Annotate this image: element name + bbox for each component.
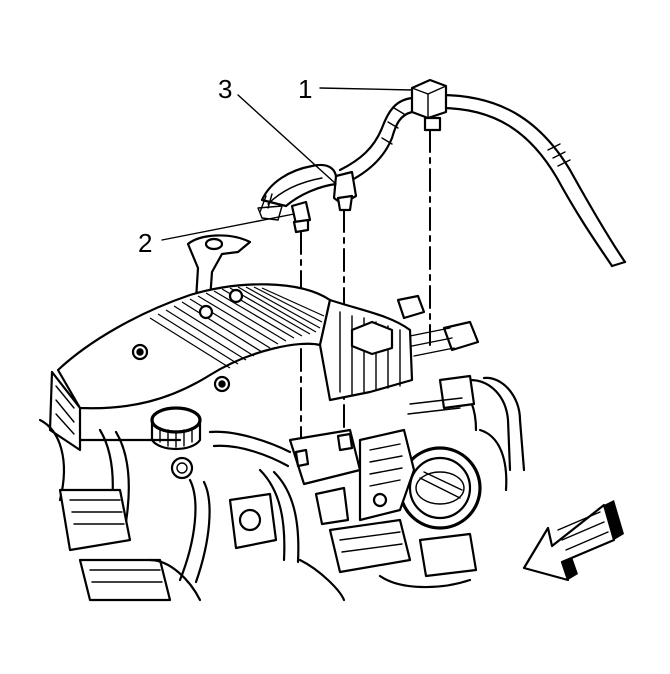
evap-purge-hose-assembly <box>257 78 627 268</box>
callout-number-2: 2 <box>138 228 152 258</box>
engine-cam-cover <box>48 234 332 480</box>
callout-number-3: 3 <box>218 74 232 104</box>
front-direction-arrow-icon <box>522 500 624 582</box>
intake-manifold <box>288 294 526 530</box>
callout-number-1: 1 <box>298 74 312 104</box>
callout-leaders <box>161 87 413 241</box>
engine-lower-details <box>38 418 478 602</box>
